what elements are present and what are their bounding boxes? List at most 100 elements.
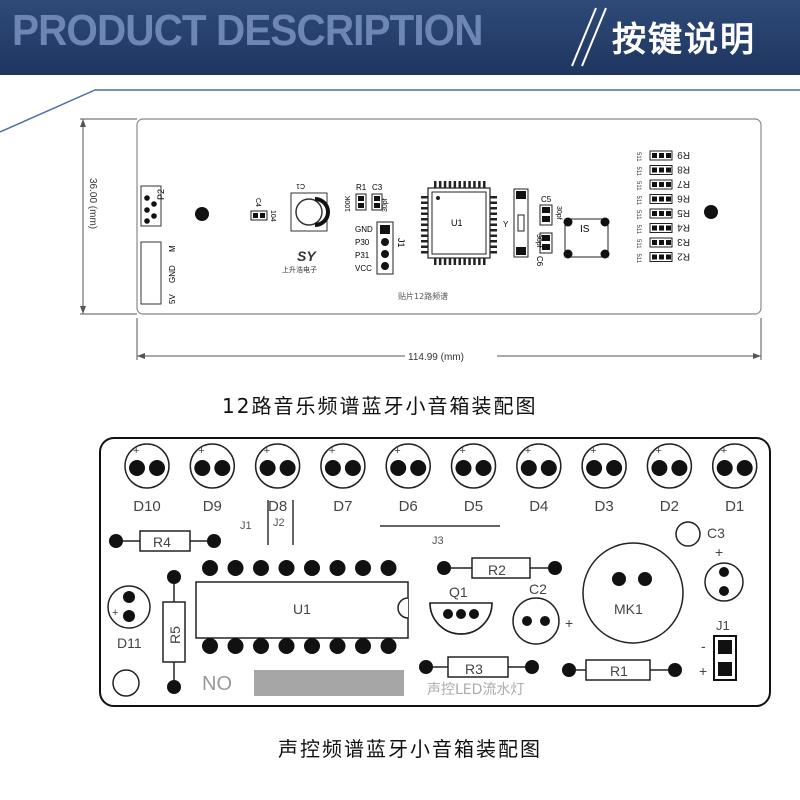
c2-label: C2: [529, 581, 547, 597]
banner-slash-decoration: [571, 7, 607, 67]
resistor-value: 511: [635, 210, 641, 220]
led-label: D4: [529, 498, 548, 515]
resistor-r4: 511 R4: [635, 222, 690, 235]
c6-capacitor: [539, 232, 553, 254]
c4-capacitor: [250, 210, 268, 221]
led-plus: +: [460, 445, 466, 457]
d11-led: [107, 585, 151, 629]
c3-bottom-capacitor: [704, 562, 744, 602]
c1-label: C1: [296, 182, 305, 189]
led-plus: +: [525, 445, 531, 457]
u1-dip-label: U1: [293, 601, 311, 617]
c3-label: C3: [372, 183, 383, 192]
mount-hole-right: [704, 205, 718, 219]
u1-label: U1: [451, 218, 463, 228]
c1-capacitor: [290, 192, 330, 232]
led-label: D5: [464, 498, 483, 515]
led-plus: +: [655, 445, 661, 457]
resistor-r3: 511 R3: [635, 236, 690, 249]
led-d4: + D4: [516, 443, 562, 515]
bottom-board-caption: 声控频谱蓝牙小音箱装配图: [278, 737, 542, 761]
r4-label: R4: [153, 534, 171, 550]
r1-resistor: [355, 193, 367, 211]
c3-value: 30pf: [382, 198, 389, 212]
resistor-name: R3: [677, 236, 690, 247]
brand-logo: SY: [297, 248, 317, 264]
led-label: D2: [660, 498, 679, 515]
p2-connector: [140, 185, 162, 227]
no-label: NO: [202, 673, 232, 695]
led-plus: +: [198, 445, 204, 457]
c5-value: 30pf: [555, 206, 562, 220]
led-d6: + D6: [385, 443, 431, 515]
j1-plus: +: [699, 663, 707, 679]
led-plus: +: [394, 445, 400, 457]
width-label: 114.99 (mm): [408, 352, 464, 363]
bottom-board-text: 声控LED流水灯: [427, 682, 524, 698]
led-d8: + D8: [254, 443, 301, 515]
top-board-diagram: 36.00 (mm) 114.99 (mm) P2 M GND 5V C4 10…: [80, 118, 762, 363]
resistor-value: 511: [635, 181, 641, 191]
mount-hole-bottom-left: [112, 669, 140, 697]
led-plus: +: [264, 445, 270, 457]
mk1-microphone: [582, 542, 684, 644]
mk1-label: MK1: [614, 601, 643, 617]
resistor-name: R8: [677, 164, 690, 175]
conn-m-label: M: [168, 245, 177, 252]
led-row: +D10+D9+D8+D7+D6+D5+D4+D3+D2+D1: [124, 443, 758, 515]
resistor-name: R2: [677, 251, 690, 262]
u1-chip: [421, 181, 497, 265]
height-label: 36.00 (mm): [87, 178, 98, 229]
r3-label: R3: [465, 661, 483, 677]
led-d2: + D2: [646, 443, 693, 515]
c6-label: C6: [535, 256, 544, 267]
resistor-value: 511: [635, 254, 641, 264]
d11-plus: +: [112, 607, 118, 619]
led-label: D6: [399, 498, 418, 515]
resistor-name: R5: [677, 207, 690, 218]
conn-5v-label: 5V: [168, 294, 177, 304]
resistor-r2: 511 R2: [635, 251, 690, 264]
pin-gnd: GND: [355, 225, 373, 234]
width-dimension: [136, 318, 762, 362]
c2-plus: +: [565, 615, 573, 631]
c4-label: C4: [254, 198, 261, 207]
led-d7: +D7: [320, 443, 366, 515]
j2-label: J2: [273, 517, 285, 529]
c5-capacitor: [539, 204, 553, 226]
led-plus: +: [329, 445, 335, 457]
crystal-y: [513, 188, 529, 258]
led-label: D3: [595, 498, 614, 515]
header-banner: PRODUCT DESCRIPTION 按键说明: [0, 0, 800, 75]
led-label: D8: [268, 498, 287, 515]
resistor-name: R4: [677, 222, 690, 233]
resistor-value: 511: [635, 225, 641, 235]
resistor-value: 511: [635, 239, 641, 249]
top-board-text: 贴片12路频谱: [398, 291, 448, 301]
resistor-value: 511: [635, 196, 641, 206]
banner-title-cn: 按键说明: [612, 20, 756, 60]
conn-gnd-label: GND: [168, 265, 177, 283]
q1-label: Q1: [449, 584, 468, 600]
led-d5: + D5: [450, 443, 497, 515]
r1-bottom-resistor: [562, 659, 682, 681]
j1-small-label: J1: [240, 520, 252, 532]
r3-resistor: [419, 656, 539, 678]
mount-hole-left: [195, 207, 209, 221]
p2-label: P2: [156, 189, 166, 200]
j3-label: J3: [432, 535, 444, 547]
led-d1: +D1: [711, 443, 758, 515]
logo-text: 上升浩电子: [282, 265, 317, 274]
y-label: Y: [503, 220, 509, 229]
c2-capacitor: [512, 597, 560, 645]
c4-value: 104: [269, 210, 276, 222]
led-d3: +D3: [581, 443, 627, 515]
led-d10: +D10: [124, 443, 170, 515]
height-dimension: [80, 118, 137, 315]
led-d9: +D9: [189, 443, 236, 515]
j1-label: J1: [396, 238, 406, 248]
